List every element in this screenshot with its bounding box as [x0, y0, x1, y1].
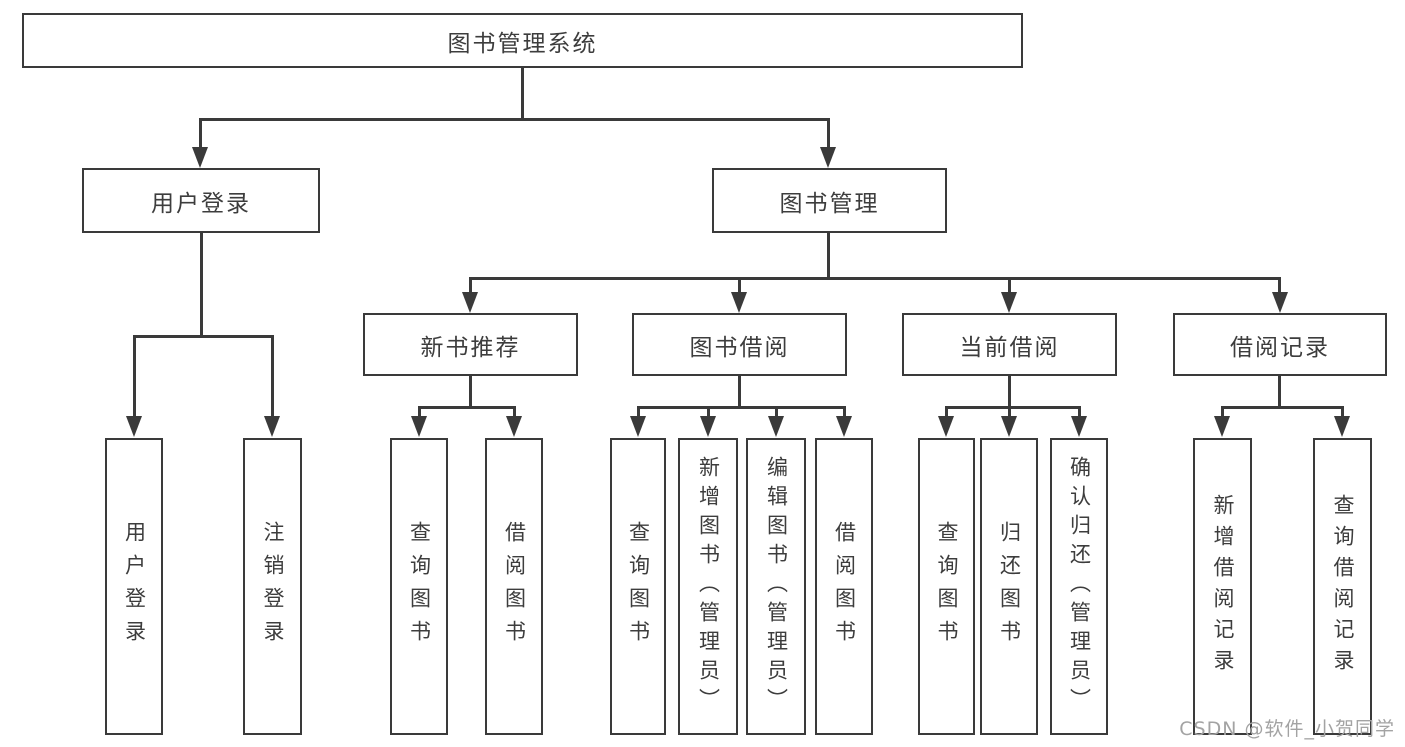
- arrowhead-down-icon: [938, 416, 954, 437]
- leaf-bb-borrow-books: 借阅图书: [815, 438, 873, 735]
- leaf-nbr-borrow-books: 借阅图书: [485, 438, 543, 735]
- arrowhead-down-icon: [411, 416, 427, 437]
- leaf-cb-query-books: 查询图书: [918, 438, 975, 735]
- node-book-borrowing: 图书借阅: [632, 313, 847, 376]
- leaf-nbr-query-books: 查询图书: [390, 438, 448, 735]
- arrowhead-down-icon: [1001, 292, 1017, 313]
- watermark: CSDN @软件_小贺同学: [1179, 718, 1395, 740]
- connector-hline-section: [945, 406, 1080, 409]
- connector-vline-to-leaf: [843, 406, 846, 418]
- connector-vline-to-leaf: [1341, 406, 1344, 418]
- arrowhead-down-icon: [630, 416, 646, 437]
- arrowhead-down-icon: [506, 416, 522, 437]
- connector-vline-root: [521, 66, 524, 120]
- arrowhead-down-icon: [768, 416, 784, 437]
- connector-vline-section: [738, 376, 741, 408]
- node-new-book-recommend: 新书推荐: [363, 313, 578, 376]
- leaf-bb-add-books-admin: 新增图书（管理员）: [678, 438, 738, 735]
- connector-vline-to-leaf: [1008, 406, 1011, 418]
- connector-vline-to-leaf: [271, 335, 274, 417]
- leaf-br-add-record: 新增借阅记录: [1193, 438, 1252, 735]
- connector-vline-section: [1008, 376, 1011, 408]
- arrowhead-down-icon: [820, 147, 836, 168]
- connector-vline-to-section: [1278, 277, 1281, 294]
- connector-vline-to-leaf: [637, 406, 640, 418]
- leaf-user-login: 用户登录: [105, 438, 163, 735]
- connector-hline-section: [637, 406, 845, 409]
- leaf-bb-query-books: 查询图书: [610, 438, 666, 735]
- connector-vline-to-leaf: [1078, 406, 1081, 418]
- connector-hline-section: [418, 406, 516, 409]
- leaf-bb-edit-books-admin: 编辑图书（管理员）: [746, 438, 806, 735]
- arrowhead-down-icon: [264, 416, 280, 437]
- connector-vline-to-leaf: [775, 406, 778, 418]
- connector-vline-to-leaf: [513, 406, 516, 418]
- arrowhead-down-icon: [1334, 416, 1350, 437]
- arrowhead-down-icon: [1272, 292, 1288, 313]
- arrowhead-down-icon: [1071, 416, 1087, 437]
- connector-vline-to-user-login: [199, 118, 202, 149]
- leaf-br-query-record: 查询借阅记录: [1313, 438, 1372, 735]
- connector-hline-level1: [199, 118, 830, 121]
- connector-vline-section: [469, 376, 472, 408]
- connector-vline-user-login: [200, 233, 203, 337]
- node-root: 图书管理系统: [22, 13, 1023, 68]
- arrowhead-down-icon: [1001, 416, 1017, 437]
- leaf-logout: 注销登录: [243, 438, 302, 735]
- arrowhead-down-icon: [192, 147, 208, 168]
- arrowhead-down-icon: [126, 416, 142, 437]
- connector-vline-to-leaf: [418, 406, 421, 418]
- connector-vline-to-leaf: [945, 406, 948, 418]
- node-current-borrowing: 当前借阅: [902, 313, 1117, 376]
- node-borrowing-records: 借阅记录: [1173, 313, 1387, 376]
- node-book-management: 图书管理: [712, 168, 947, 233]
- leaf-cb-return-books: 归还图书: [980, 438, 1038, 735]
- connector-vline-to-book-management: [827, 118, 830, 149]
- arrowhead-down-icon: [700, 416, 716, 437]
- connector-vline-to-leaf: [1221, 406, 1224, 418]
- connector-vline-to-section: [738, 277, 741, 294]
- connector-vline-to-section: [1008, 277, 1011, 294]
- arrowhead-down-icon: [836, 416, 852, 437]
- arrowhead-down-icon: [462, 292, 478, 313]
- arrowhead-down-icon: [731, 292, 747, 313]
- connector-hline-user-login: [133, 335, 274, 338]
- connector-vline-to-leaf: [133, 335, 136, 417]
- leaf-cb-confirm-return-admin: 确认归还（管理员）: [1050, 438, 1108, 735]
- node-user-login: 用户登录: [82, 168, 320, 233]
- connector-vline-to-section: [469, 277, 472, 294]
- connector-vline-section: [1278, 376, 1281, 408]
- connector-vline-to-leaf: [707, 406, 710, 418]
- connector-vline-book-management: [827, 233, 830, 279]
- arrowhead-down-icon: [1214, 416, 1230, 437]
- connector-hline-section: [1221, 406, 1343, 409]
- connector-hline-level3: [469, 277, 1281, 280]
